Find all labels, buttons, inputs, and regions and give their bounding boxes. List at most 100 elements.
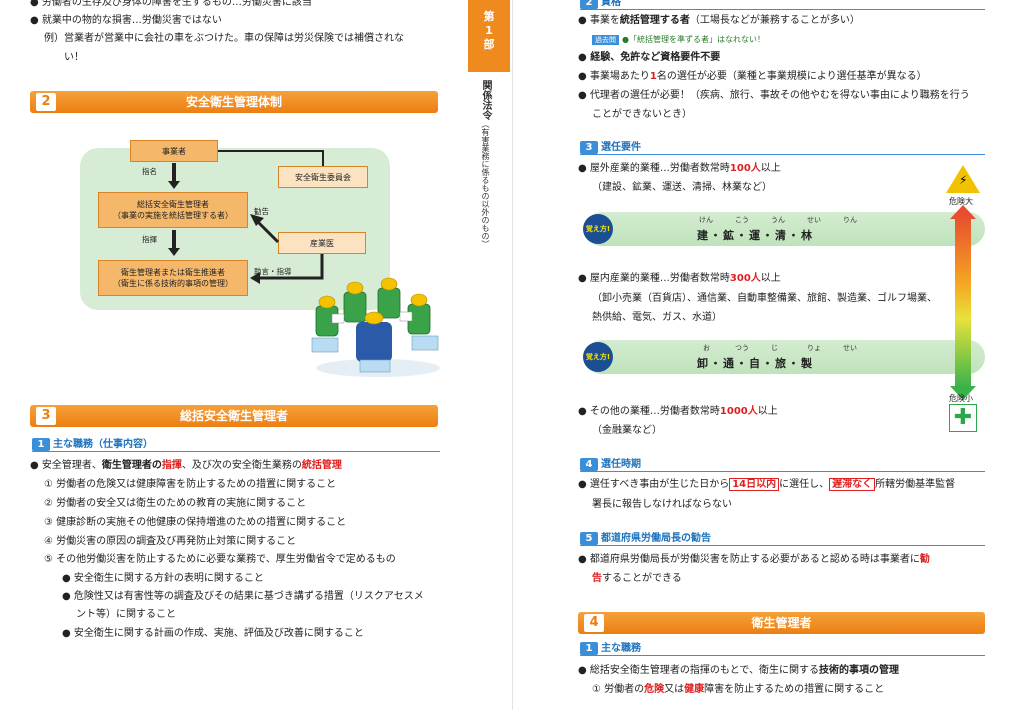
text-span: 指揮 [161,460,182,471]
sub-heading-title: 都道府県労働局長の勧告 [601,533,711,544]
highlight-box: 遅滞なく [829,478,876,491]
tab-label: 第 [483,10,495,23]
text-span: 統括管理 [301,460,342,471]
duty-item: ② 労働者の安全又は衛生のための教育の実施に関すること [44,498,307,509]
sub-heading-title: 主な職務（仕事内容） [53,439,153,450]
text-line: ● 事業を統括管理する者（工場長などが兼務することが多い） [578,14,860,28]
arrow-stem [172,163,176,181]
duty-item: ③ 健康診断の実施その他健康の保持増進のための措置に関すること [44,517,347,528]
sub-heading-title: 選任要件 [601,142,641,153]
diagram-connectors [218,150,324,284]
sub-heading-title: 資格 [601,0,621,8]
text-line: （建設、鉱業、運送、清掃、林業など） [592,182,772,193]
arrow-down-icon [168,248,180,256]
memory-kanji: 建・鉱・運・清・林 [697,229,814,242]
text-span: 以上 [760,163,781,174]
sub-heading-number: 5 [580,532,598,545]
workers-meeting-illustration [311,277,440,377]
text-span: 危険 [644,684,665,695]
text-span: ● 事業場あたり [578,71,650,82]
text-line: ● 就業中の物的な損害…労働災害ではない [30,15,222,26]
duty-item: ① 労働者の危険又は健康障害を防止するための措置に関すること [44,479,337,490]
ruby-text: せい [807,216,821,224]
ruby-text: お [703,344,710,352]
org-box-label: （事業の実施を統括管理する者） [113,211,233,220]
sub-heading-title: 主な職務 [601,643,641,654]
text-span: 統括管理する者 [619,15,690,26]
text-span: ● 事業を [578,15,620,26]
danger-low-label: 危険小 [949,394,973,403]
org-box-label: 事業者 [162,146,186,156]
text-line: （卸小売業（百貨店）、通信業、自動車整備業、旅館、製造業、ゴルフ場業、 [592,293,937,304]
safety-org-diagram: 事業者 安全衛生委員会 総括安全衛生管理者 （事業の実施を統括管理する者） 産業… [80,140,390,310]
memory-badge: 覚え方! [583,342,613,372]
arrow-down-icon [168,181,180,189]
text-span: 技術的事項の管理 [819,665,900,676]
text-line: ● 代理者の選任が必要！（疾病、旅行、事故その他やむを得ない事由により職務を行う [578,90,970,101]
text-span: 名の選任が必要（業種と事業規模により選任基準が異なる） [656,71,927,82]
section-title: 総括安全衛生管理者 [179,409,288,423]
text-span: 所轄労働基準監督 [875,479,956,490]
org-box-label: （衛生に係る技術的事項の管理） [113,279,233,288]
section-banner: 4 衛生管理者 [578,612,985,634]
text-line: ことができないとき） [592,109,692,120]
text-span: 障害を防止するための措置に関すること [704,684,885,695]
text-span: 又は [664,684,685,695]
org-box-employer: 事業者 [130,140,218,162]
danger-high-label: 危険大 [949,197,973,206]
text-span: 以上 [757,406,778,417]
text-span: 、及び次の安全衛生業務の [181,460,302,471]
text-line: ● 屋内産業的業種…労働者数常時300人以上 [578,272,781,286]
chapter-subtitle: （有害業務に係るもの以外のもの） [481,120,490,248]
left-page: ● 労働者の生存及び身体の障害を生ずるもの…労働災害に該当 ● 就業中の物的な損… [0,0,468,710]
text-line: ● 屋外産業的業種…労働者数常時100人以上 [578,162,781,176]
past-exam-note: 過去問●「統括管理を準ずる者」はなれない！ [592,33,765,47]
text-line: （金融業など） [592,425,662,436]
org-box-committee: 安全衛生委員会 [278,166,368,188]
org-box-label: 安全衛生委員会 [295,172,351,182]
text-span: 100人 [729,163,761,174]
arrow-stem [172,230,176,248]
text-line: 署長に報告しなければならない [592,499,732,510]
memory-badge: 覚え方! [583,214,613,244]
electric-warning-icon: ⚡ [946,165,980,193]
text-span: 告 [592,573,602,584]
label-jogen: 助言・指導 [254,267,292,276]
org-box-doctor: 産業医 [278,232,366,254]
org-box-general-manager: 総括安全衛生管理者 （事業の実施を統括管理する者） [98,192,248,228]
safety-cross-icon: ✚ [949,404,977,432]
text-span: ● 安全管理者、 [30,460,102,471]
text-span: ● 屋内産業的業種…労働者数常時 [578,273,730,284]
label-shimei: 指名 [142,167,157,176]
subduty-item: ● 危険性又は有害性等の調査及びその結果に基づき講ずる措置（リスクアセスメ [62,591,424,602]
label-kankoku: 勧告 [254,207,269,216]
highlight-box: 14日以内 [729,478,780,491]
text-span: ● 総括安全衛生管理者の指揮のもとで、衛生に関する [578,665,820,676]
ruby-text: うん [771,216,785,224]
text-span: することができる [602,573,682,584]
sub-heading-number: 1 [32,438,50,451]
org-box-label: 産業医 [310,238,334,248]
text-span: に選任し、 [779,479,830,490]
text-span: ● その他の業種…労働者数常時 [578,406,720,417]
duty-item: ⑤ その他労働災害を防止するために必要な業務で、厚生労働省令で定めるもの [44,554,396,565]
sub-heading-title: 選任時期 [601,459,641,470]
text-line: 告することができる [592,572,682,586]
text-span: ① 労働者の [592,684,645,695]
sub-heading-number: 4 [580,458,598,471]
sub-heading-number: 1 [580,642,598,655]
text-span: （工場長などが兼務することが多い） [689,15,860,26]
chapter-title: 関係法令 [480,80,491,120]
ruby-text: りん [843,216,857,224]
ruby-text: せい [843,344,857,352]
chapter-vertical-title: 関係法令（有害業務に係るもの以外のもの） [478,80,492,248]
section-number: 2 [36,93,56,111]
sub-heading-number: 3 [580,141,598,154]
text-line: ● 労働者の生存及び身体の障害を生ずるもの…労働災害に該当 [30,0,312,8]
